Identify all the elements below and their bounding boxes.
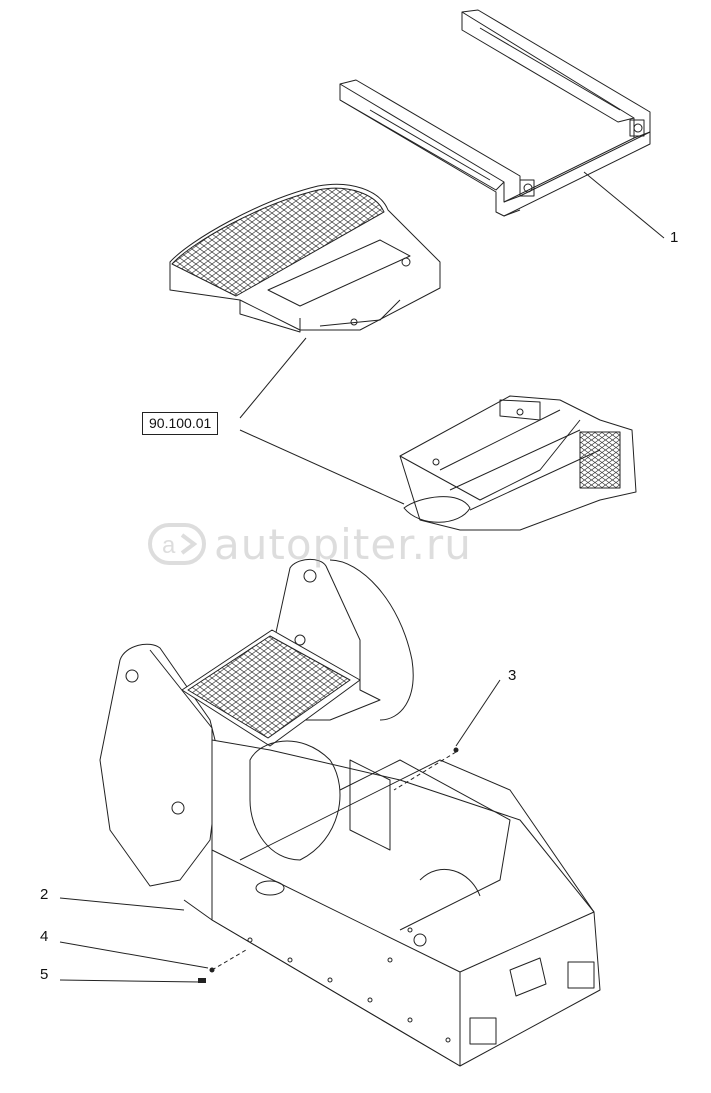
- fastener-4: [209, 967, 215, 973]
- top-frame-part: [339, 9, 651, 217]
- svg-text:a: a: [162, 532, 176, 559]
- upper-mesh-panel: [169, 183, 441, 333]
- ref-leader-lower: [239, 429, 405, 505]
- callout-1: 1: [670, 229, 679, 246]
- main-frame-part: [99, 559, 601, 1067]
- sub-assembly-part: [399, 395, 637, 531]
- leader-line-3: [455, 679, 501, 747]
- leader-line-4: [59, 941, 209, 969]
- fastener-5: [198, 978, 206, 983]
- fastener-3: [453, 747, 459, 753]
- autopiter-logo-icon: a: [148, 523, 206, 565]
- ref-leader-upper: [239, 337, 307, 419]
- leader-line-2: [59, 897, 185, 911]
- dash-line-4: [211, 949, 247, 971]
- callout-4: 4: [40, 928, 49, 945]
- reference-label: 90.100.01: [142, 412, 219, 435]
- callout-2: 2: [40, 886, 49, 903]
- leader-lines: [59, 171, 665, 983]
- watermark: a autopiter.ru: [148, 519, 472, 569]
- dash-line-3: [393, 751, 457, 791]
- callout-3: 3: [508, 667, 517, 684]
- fasteners: [198, 747, 459, 983]
- watermark-text: autopiter.ru: [214, 519, 472, 569]
- leader-line-1: [583, 171, 665, 239]
- callout-5: 5: [40, 966, 49, 983]
- leader-line-5: [59, 979, 201, 983]
